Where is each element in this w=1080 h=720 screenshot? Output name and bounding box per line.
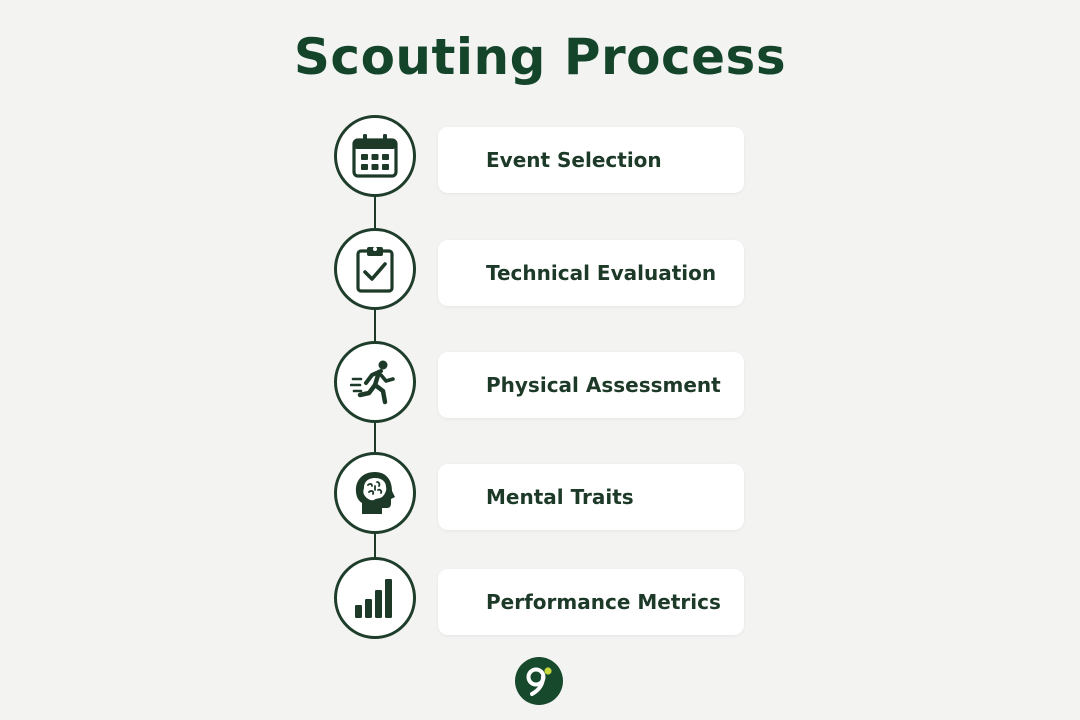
connector-line [374, 310, 376, 344]
step-2-card: Technical Evaluation [438, 240, 744, 306]
step-1-label: Event Selection [486, 148, 662, 172]
connector-line [374, 197, 376, 231]
step-3-label: Physical Assessment [486, 373, 721, 397]
page-title: Scouting Process [293, 28, 787, 86]
brand-logo [515, 657, 563, 705]
step-4-icon-circle [334, 452, 416, 534]
connector-line [374, 534, 376, 557]
head-brain-icon [355, 472, 395, 514]
step-2-icon-circle [334, 228, 416, 310]
step-5-label: Performance Metrics [486, 590, 721, 614]
step-2-label: Technical Evaluation [486, 261, 717, 285]
step-3-icon-circle [334, 341, 416, 423]
running-person-icon [350, 360, 395, 405]
step-1-icon-circle [334, 115, 416, 197]
brand-logo-icon [526, 667, 552, 696]
bar-chart-icon [355, 579, 392, 618]
step-5-icon-circle [334, 557, 416, 639]
step-5-card: Performance Metrics [438, 569, 744, 635]
step-4-label: Mental Traits [486, 485, 634, 509]
connector-line [374, 423, 376, 453]
clipboard-check-icon [356, 247, 394, 293]
step-1-card: Event Selection [438, 127, 744, 193]
step-3-card: Physical Assessment [438, 352, 744, 418]
calendar-icon [352, 134, 398, 178]
step-4-card: Mental Traits [438, 464, 744, 530]
